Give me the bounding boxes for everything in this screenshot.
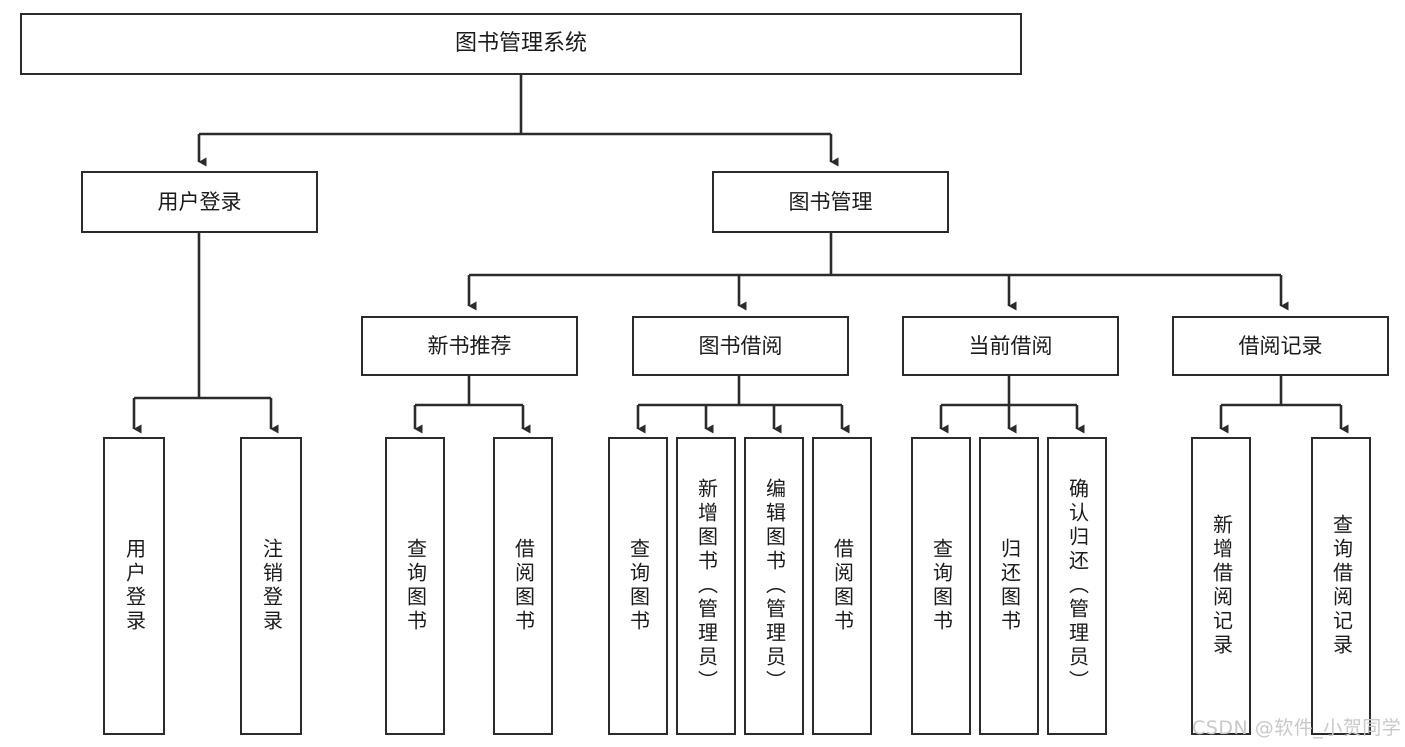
node-borrow-record[interactable]: 借阅记录 — [1172, 316, 1389, 376]
leaf-user-login-label: 用户登录 — [122, 538, 147, 634]
leaf-user-login[interactable]: 用户登录 — [103, 437, 165, 735]
leaf-edit-book-label: 编辑图书（管理员） — [762, 478, 787, 694]
leaf-borrow-book-2-label: 借阅图书 — [830, 538, 855, 634]
node-book-borrow[interactable]: 图书借阅 — [632, 316, 849, 376]
leaf-return-book-label: 归还图书 — [997, 538, 1022, 634]
node-book-borrow-label: 图书借阅 — [698, 333, 783, 358]
leaf-query-book-3[interactable]: 查询图书 — [911, 437, 971, 735]
node-new-book-recommend-label: 新书推荐 — [427, 333, 512, 358]
leaf-return-book[interactable]: 归还图书 — [979, 437, 1039, 735]
leaf-add-book-label: 新增图书（管理员） — [694, 478, 719, 694]
leaf-query-book-1[interactable]: 查询图书 — [385, 437, 445, 735]
leaf-add-book[interactable]: 新增图书（管理员） — [676, 437, 736, 735]
node-root[interactable]: 图书管理系统 — [20, 13, 1022, 75]
leaf-edit-book[interactable]: 编辑图书（管理员） — [744, 437, 804, 735]
node-current-borrow[interactable]: 当前借阅 — [902, 316, 1119, 376]
leaf-user-logout-label: 注销登录 — [259, 538, 284, 634]
node-current-borrow-label: 当前借阅 — [968, 333, 1053, 358]
leaf-query-record-label: 查询借阅记录 — [1329, 514, 1354, 658]
node-new-book-recommend[interactable]: 新书推荐 — [361, 316, 578, 376]
leaf-query-book-1-label: 查询图书 — [403, 538, 428, 634]
node-borrow-record-label: 借阅记录 — [1238, 333, 1323, 358]
leaf-borrow-book-2[interactable]: 借阅图书 — [812, 437, 872, 735]
leaf-add-record-label: 新增借阅记录 — [1209, 514, 1234, 658]
leaf-query-book-2-label: 查询图书 — [626, 538, 651, 634]
leaf-borrow-book-1-label: 借阅图书 — [511, 538, 536, 634]
node-book-manage-label: 图书管理 — [788, 189, 873, 214]
node-user-login-label: 用户登录 — [157, 189, 242, 214]
leaf-add-record[interactable]: 新增借阅记录 — [1191, 437, 1251, 735]
leaf-query-book-3-label: 查询图书 — [929, 538, 954, 634]
leaf-user-logout[interactable]: 注销登录 — [240, 437, 302, 735]
leaf-confirm-return[interactable]: 确认归还（管理员） — [1047, 437, 1107, 735]
leaf-query-record[interactable]: 查询借阅记录 — [1311, 437, 1371, 735]
node-book-manage[interactable]: 图书管理 — [712, 171, 949, 233]
node-user-login[interactable]: 用户登录 — [81, 171, 318, 233]
csdn-watermark: CSDN @软件_小贺同学 — [1192, 717, 1402, 739]
leaf-query-book-2[interactable]: 查询图书 — [608, 437, 668, 735]
leaf-confirm-return-label: 确认归还（管理员） — [1065, 478, 1090, 694]
leaf-borrow-book-1[interactable]: 借阅图书 — [493, 437, 553, 735]
node-root-label: 图书管理系统 — [454, 30, 587, 56]
